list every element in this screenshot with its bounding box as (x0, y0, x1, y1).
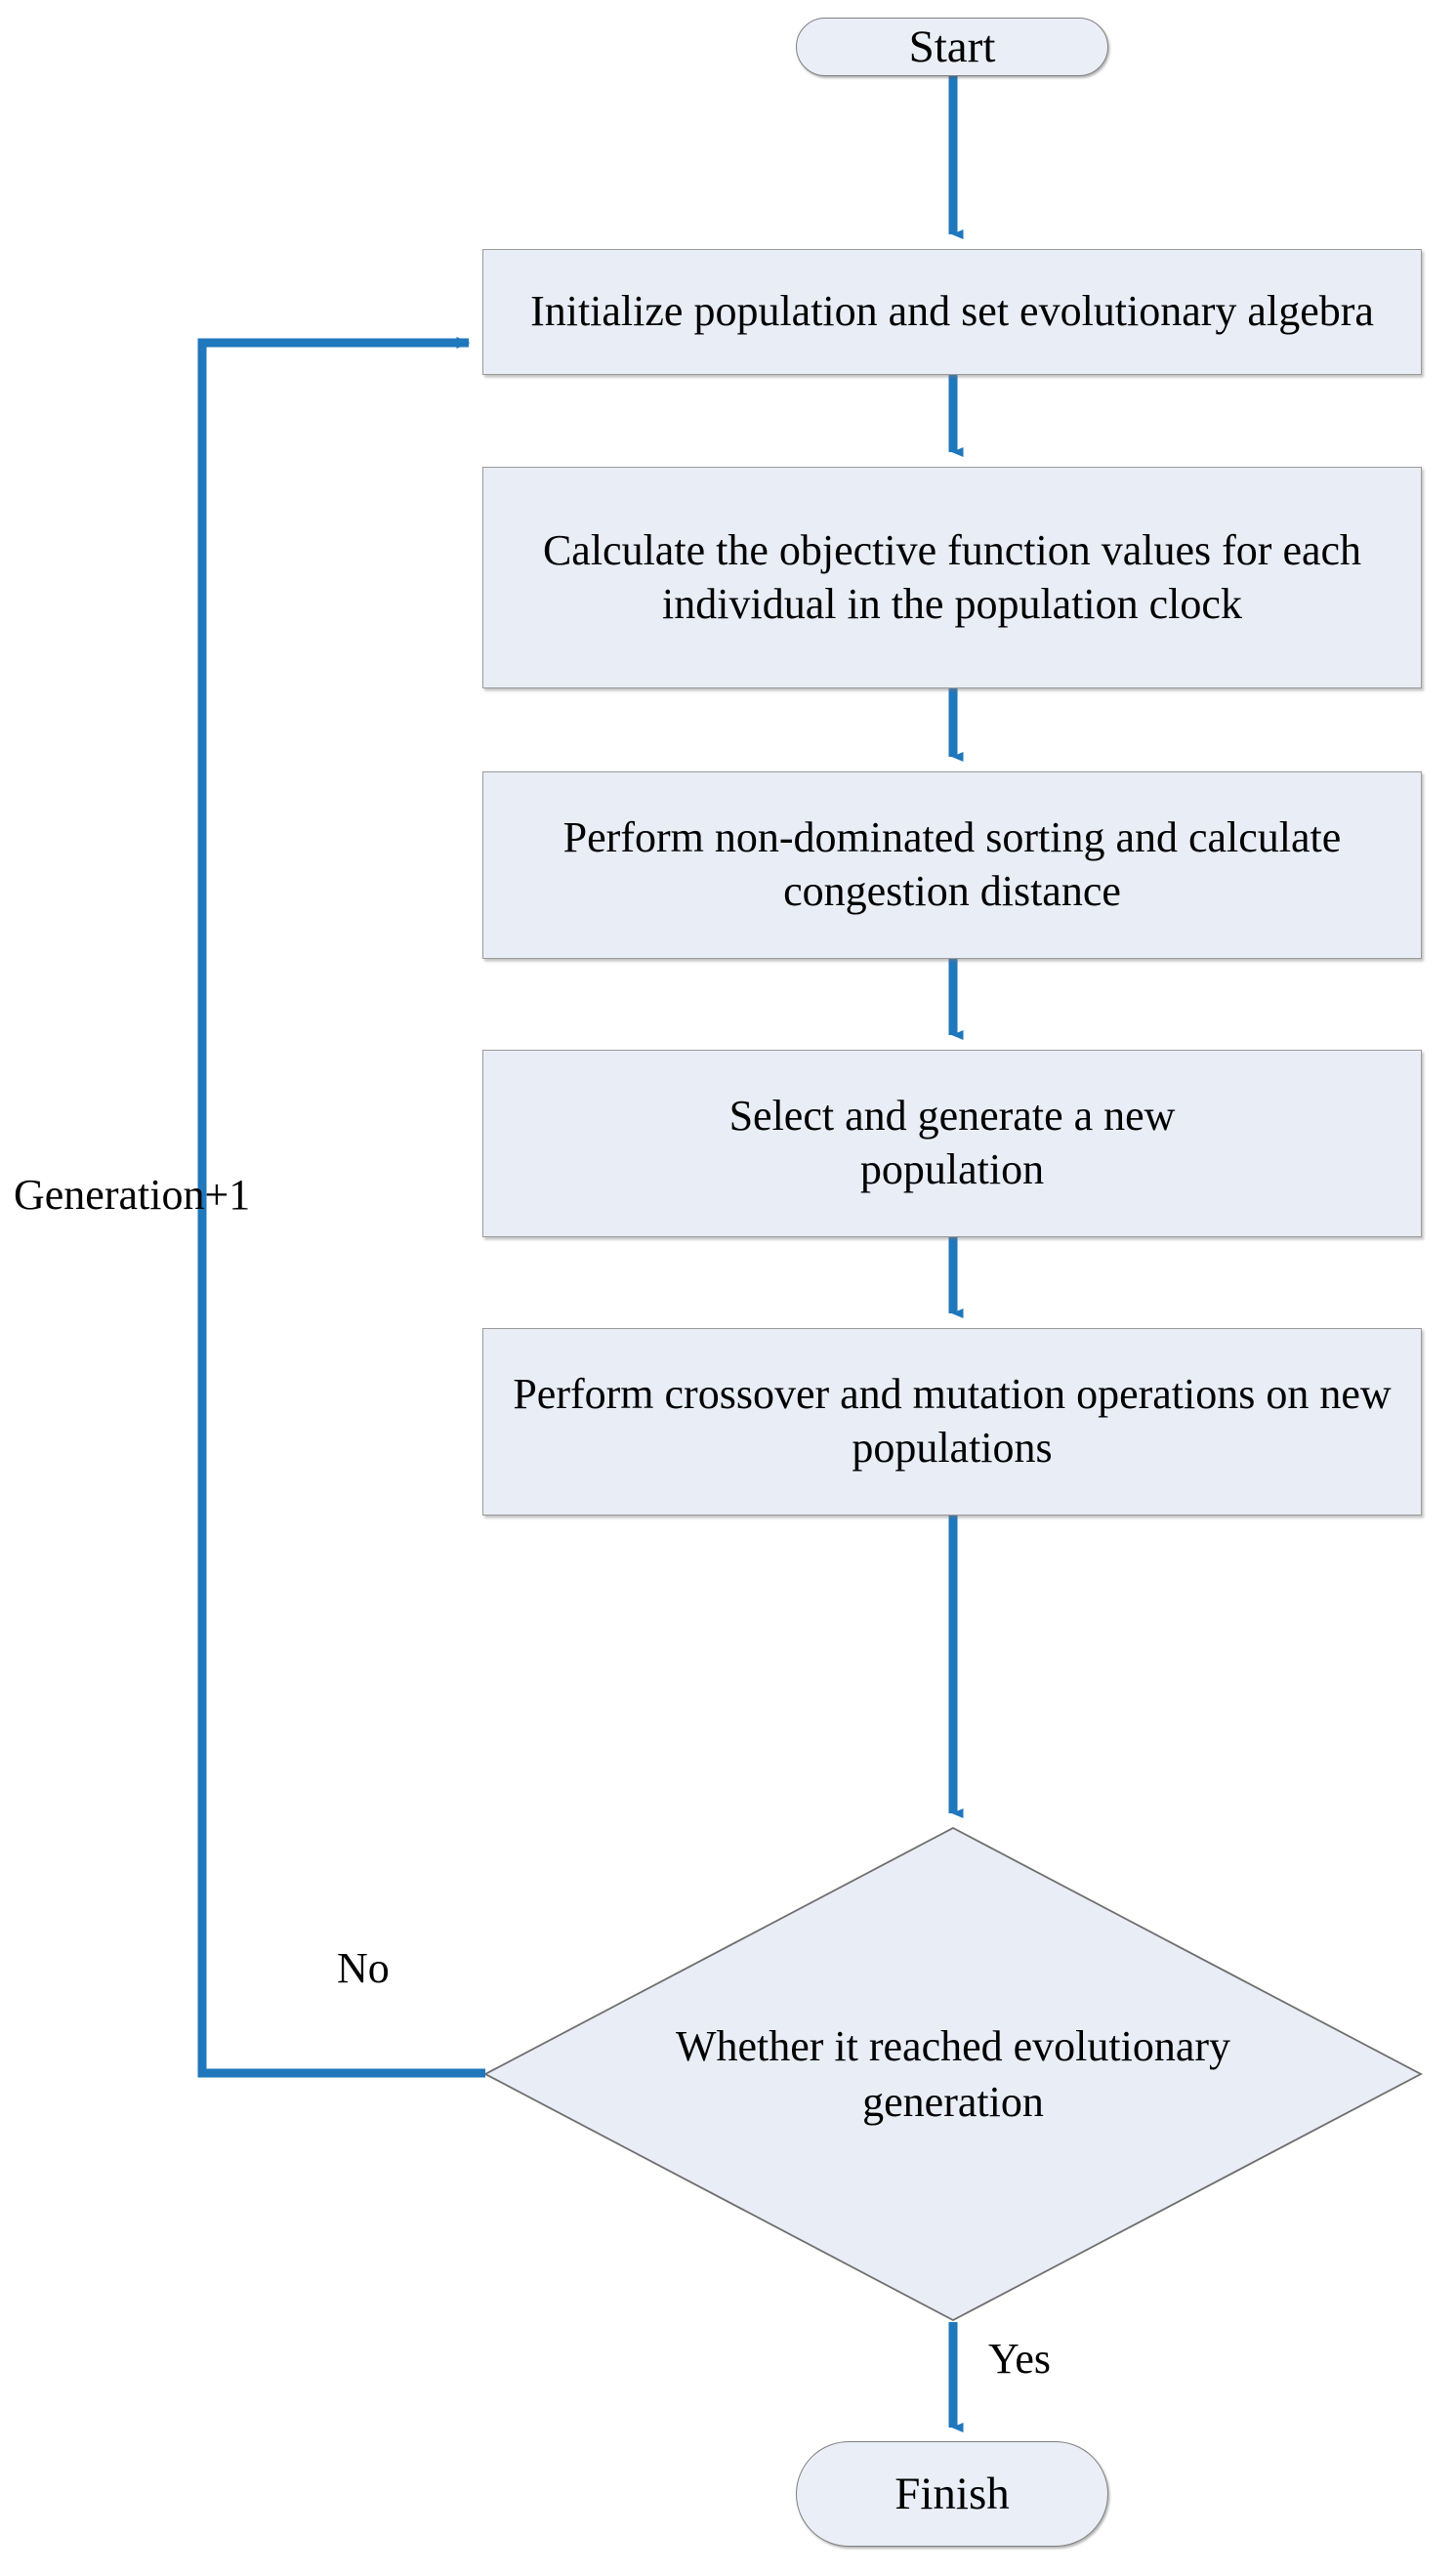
edge-label-generation-increment: Generation+1 (14, 1171, 251, 1219)
edge-label-no: No (337, 1944, 390, 1992)
node-calculate-objective-function-label: Calculate the objective function values … (542, 525, 1362, 628)
node-decision-evolutionary-generation-label: Whether it reached evolutionary generati… (675, 2021, 1231, 2126)
node-finish-label: Finish (894, 2468, 1010, 2519)
node-start[interactable]: Start (796, 18, 1108, 76)
node-non-dominated-sorting[interactable]: Perform non-dominated sorting and calcul… (482, 771, 1422, 959)
node-crossover-mutation-label: Perform crossover and mutation operation… (513, 1370, 1392, 1472)
node-start-label: Start (908, 21, 996, 72)
edge-label-yes: Yes (988, 2335, 1052, 2383)
node-non-dominated-sorting-label: Perform non-dominated sorting and calcul… (562, 813, 1342, 915)
node-finish[interactable]: Finish (796, 2441, 1108, 2547)
node-crossover-mutation[interactable]: Perform crossover and mutation operation… (482, 1328, 1422, 1516)
node-calculate-objective-function[interactable]: Calculate the objective function values … (482, 467, 1422, 688)
node-initialize-population-label: Initialize population and set evolutiona… (530, 287, 1374, 336)
node-decision-evolutionary-generation[interactable]: Whether it reached evolutionary generati… (621, 1986, 1285, 2162)
node-select-new-population-label: Select and generate a new population (728, 1092, 1176, 1193)
node-initialize-population[interactable]: Initialize population and set evolutiona… (482, 249, 1422, 375)
node-select-new-population[interactable]: Select and generate a new population (482, 1050, 1422, 1237)
